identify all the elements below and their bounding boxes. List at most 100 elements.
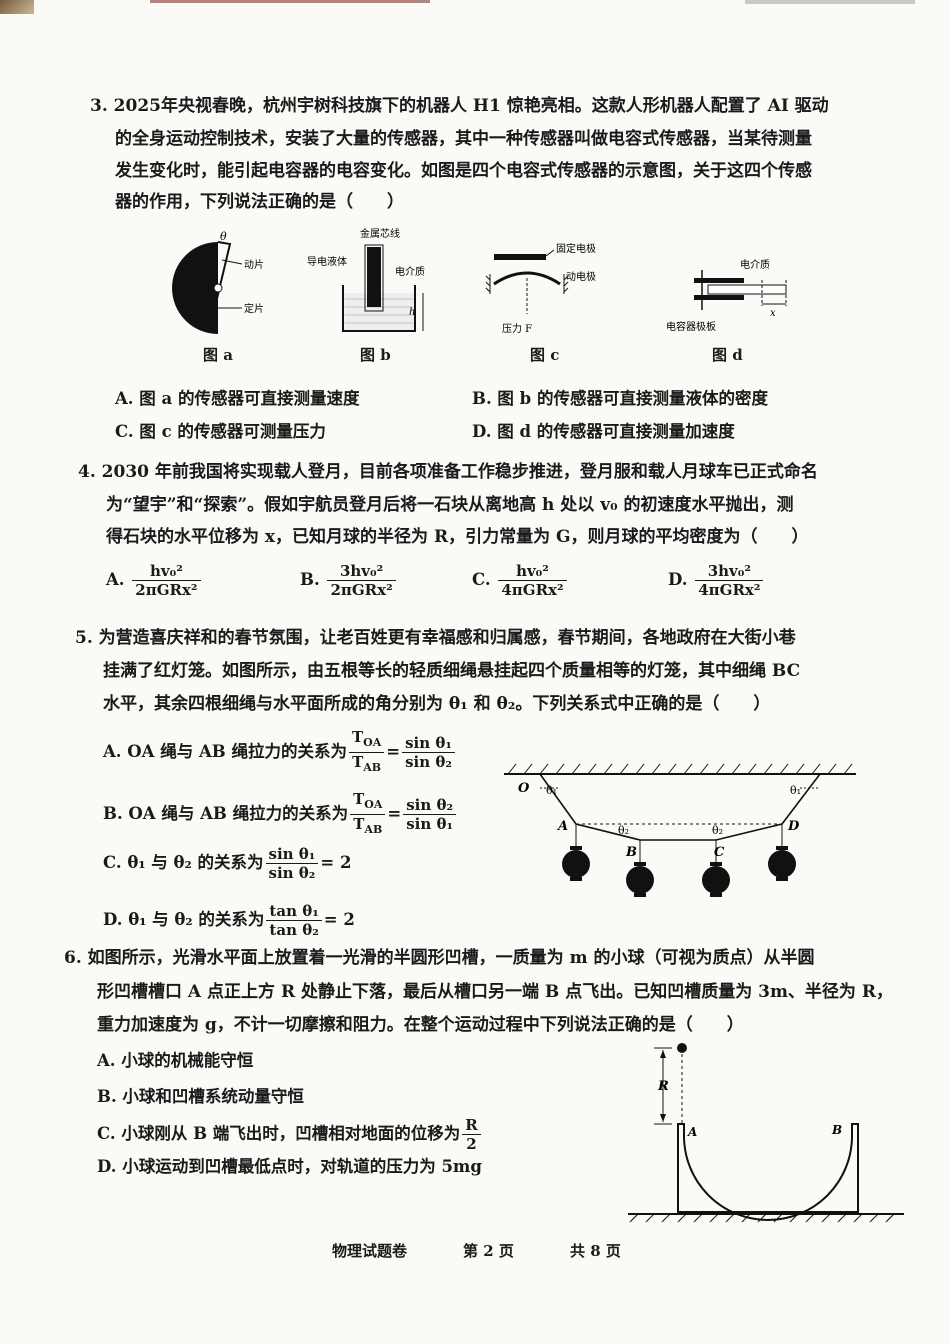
fig-b-container: [342, 285, 416, 332]
q5-a-tension-bottom: T: [352, 753, 364, 771]
q5-d-post: = 2: [323, 910, 355, 929]
label-b: B: [831, 1123, 842, 1137]
label-a: A: [556, 819, 568, 834]
q3-option-a[interactable]: A. 图 a 的传感器可直接测量速度: [115, 389, 360, 408]
label-theta2-left: θ₂: [618, 824, 629, 837]
q4-option-d-den: 4πGRx²: [698, 581, 761, 599]
q5-a-tension-top-sub: OA: [363, 736, 382, 749]
footer-page: 第 2 页: [463, 1242, 514, 1260]
q5-b-tension-bottom-sub: AB: [364, 823, 383, 836]
fig-b-core-label: 金属芯线: [360, 227, 400, 240]
q6-option-b[interactable]: B. 小球和凹槽系统动量守恒: [97, 1087, 304, 1106]
q3-option-c[interactable]: C. 图 c 的传感器可测量压力: [115, 422, 326, 441]
q5-c-post: = 2: [320, 853, 352, 872]
q4-line-2: 为“望宇”和“探索”。假如宇航员登月后将一石块从离地高 h 处以 v₀ 的初速度…: [106, 495, 794, 515]
fig-a-fixed-label: 定片: [244, 302, 264, 315]
fig-d-bottom-plate: [694, 295, 744, 300]
q5-lantern-figure: O θ₁ θ₁ A θ₂ θ₂ B C D: [504, 763, 856, 897]
label-theta1-left: θ₁: [546, 784, 557, 797]
q5-a-sin-top: sin θ₁: [402, 734, 455, 753]
q6-option-a[interactable]: A. 小球的机械能守恒: [97, 1051, 254, 1070]
label-theta2-right: θ₂: [712, 824, 723, 837]
q6-option-d[interactable]: D. 小球运动到凹槽最低点时，对轨道的压力为 5mg: [97, 1157, 482, 1176]
q3-line-4: 器的作用，下列说法正确的是（ ）: [115, 192, 404, 212]
q6-line-3: 重力加速度为 g，不计一切摩擦和阻力。在整个运动过程中下列说法正确的是（ ）: [97, 1015, 744, 1035]
fig-d-plate-label: 电容器极板: [666, 320, 716, 333]
q5-b-sin-bottom: sin θ₁: [406, 815, 454, 833]
lantern-a: [562, 846, 590, 881]
label-c: C: [714, 845, 725, 860]
q5-option-a-text: A. OA 绳与 AB 绳拉力的关系为: [103, 742, 347, 761]
fig-d-top-plate: [694, 278, 744, 283]
fig-a-moving-label: 动片: [244, 258, 264, 271]
q4-option-c-label: C.: [472, 570, 491, 589]
q5-option-d-text: D. θ₁ 与 θ₂ 的关系为: [103, 910, 265, 929]
q5-c-num: sin θ₁: [265, 845, 319, 864]
scan-artifact-left: [0, 0, 34, 14]
label-r: R: [657, 1079, 669, 1094]
fig-a-fixed-plate: [172, 242, 218, 334]
q5-a-tension-top: T: [351, 728, 364, 746]
q4-option-b-num: 3hv₀²: [327, 562, 396, 581]
fig-c-moving-label: 动电极: [566, 270, 596, 283]
fig-a-theta: θ: [220, 230, 227, 243]
footer-subject: 物理试题卷: [332, 1242, 408, 1260]
fig-b-caption: 图 b: [360, 346, 391, 364]
figure-a: θ 动片 定片: [172, 230, 264, 334]
scan-artifact-right: [745, 0, 915, 4]
fig-b-liquid-label: 导电液体: [307, 255, 347, 268]
figure-b: 金属芯线 导电液体 电介质 h: [307, 227, 425, 332]
fig-b-dielectric-label: 电介质: [395, 265, 425, 278]
q4-option-b-den: 2πGRx²: [330, 581, 393, 599]
fig-d-dielectric: [707, 284, 787, 295]
q5-option-c-text: C. θ₁ 与 θ₂ 的关系为: [103, 853, 264, 872]
fig-a-moving-plate: [209, 241, 232, 329]
q4-option-c-den: 4πGRx²: [501, 581, 564, 599]
q5-b-tension-top: T: [353, 790, 365, 808]
fig-a-caption: 图 a: [203, 346, 233, 364]
q4-option-c-num: hv₀²: [498, 562, 567, 581]
q6-line-1: 6. 如图所示，光滑水平面上放置着一光滑的半圆形凹槽，一质量为 m 的小球（可视…: [64, 948, 815, 968]
q4-line-1: 4. 2030 年前我国将实现载人登月，目前各项准备工作稳步推进，登月服和载人月…: [78, 462, 818, 482]
q6-c-num: R: [462, 1116, 481, 1135]
fig-b-core: [367, 247, 381, 307]
q4-option-d-label: D.: [668, 570, 688, 589]
label-b: B: [625, 845, 637, 860]
fig-c-caption: 图 c: [530, 346, 560, 364]
q5-b-equals: =: [387, 804, 402, 823]
q6-option-c-text: C. 小球刚从 B 端飞出时，凹槽相对地面的位移为: [97, 1124, 461, 1143]
figure-c: 固定电极 动电极 压力 F: [485, 242, 596, 335]
q5-c-den: sin θ₂: [268, 864, 316, 882]
rope-chain: [539, 773, 821, 841]
q3-option-d[interactable]: D. 图 d 的传感器可直接测量加速度: [472, 422, 735, 441]
q6-c-den: 2: [466, 1135, 477, 1153]
groove: [677, 1123, 859, 1221]
q4-option-b-label: B.: [300, 570, 320, 589]
fig-c-fixed-electrode: [494, 254, 546, 260]
q4-option-a-den: 2πGRx²: [135, 581, 198, 599]
footer-total: 共 8 页: [570, 1242, 621, 1260]
label-theta1-right: θ₁: [790, 784, 801, 797]
q5-a-equals: =: [386, 742, 401, 761]
q5-b-sin-top: sin θ₂: [403, 796, 457, 815]
q3-option-b[interactable]: B. 图 b 的传感器可直接测量液体的密度: [472, 389, 768, 408]
q4-option-d-num: 3hv₀²: [695, 562, 764, 581]
